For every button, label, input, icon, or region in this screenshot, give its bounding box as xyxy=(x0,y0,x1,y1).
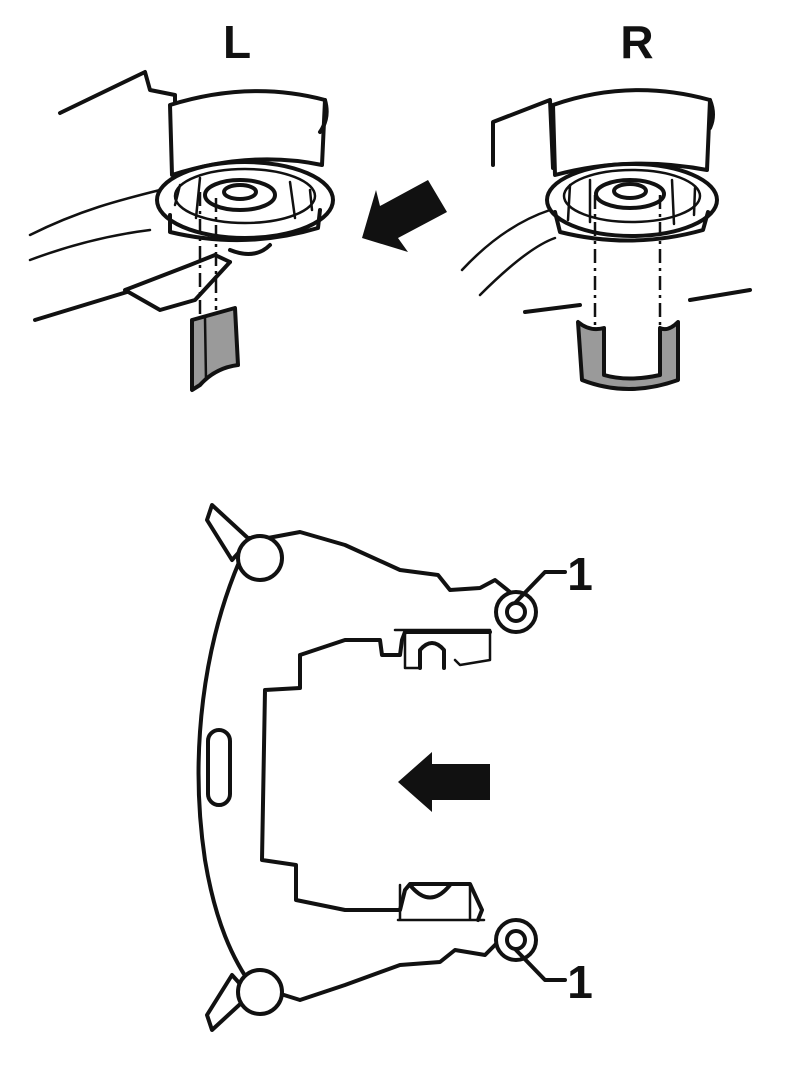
right-side-label: R xyxy=(620,16,653,68)
subframe-plan-view: 1 1 xyxy=(196,503,593,1032)
install-direction-arrow-lower xyxy=(398,752,490,812)
left-side-view: L xyxy=(28,16,335,392)
callout-1-bottom: 1 xyxy=(567,956,593,1008)
left-side-label: L xyxy=(223,16,251,68)
callout-1-top: 1 xyxy=(567,548,593,600)
right-side-view: R xyxy=(460,16,752,391)
install-direction-arrow-upper xyxy=(362,180,447,252)
